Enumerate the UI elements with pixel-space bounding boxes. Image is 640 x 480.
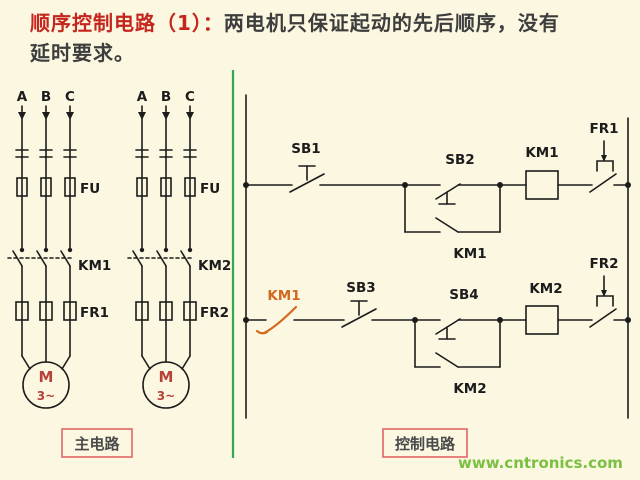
supply-arrow-icon [18,112,26,120]
stop-button-sb1-icon [289,165,325,193]
motor2-phase-c-label: C [185,89,195,105]
main-circuit-motor2-wiring [127,105,197,409]
motor2-phase-a-label: A [137,89,148,105]
page-title: 顺序控制电路（1）：两电机只保证起动的先后顺序，没有 延时要求。 [30,8,626,68]
main-circuit-caption: 主电路 [74,435,120,453]
contactor-main-contacts-icon [7,250,73,267]
sb1-label: SB1 [291,141,320,157]
start-button-sb2-icon [435,183,461,205]
supply-arrow-icon [42,112,50,120]
motor1-overload-label: FR1 [80,305,109,321]
motor1-phase-a-label: A [17,89,28,105]
supply-arrow-icon [66,112,74,120]
disconnect-switch-icon [15,149,77,158]
supply-arrow-icon [162,112,170,120]
motor1-phase-b-label: B [41,89,51,105]
motor2-contactor-label: KM2 [198,258,231,274]
km1-seal-label: KM1 [453,246,486,262]
km1-coil-label: KM1 [525,145,558,161]
control-circuit-caption-box [382,428,468,458]
fuse-icon [16,177,76,197]
trip-arrow-icon [601,290,607,297]
main-circuit-caption-box [61,428,133,458]
motor2-phase-b-label: B [161,89,171,105]
overload-contact-fr2-icon [589,275,617,328]
title-line1: 两电机只保证起动的先后顺序，没有 [223,11,560,35]
fuse-icon [136,177,196,197]
overload-contact-fr1-icon [589,140,617,193]
km2-seal-label: KM2 [453,381,486,397]
motor1-phases: 3~ [37,389,55,403]
labels: A B C FU KM1 FR1 M 3~ A B C FU KM2 FR2 M… [17,89,619,403]
seal-contact-km1-icon [435,217,459,233]
fr2-contact-label: FR2 [589,256,618,272]
coil-km2-icon [525,305,559,335]
seal-contact-km2-icon [435,352,459,368]
watermark-text: www.cntronics.com [458,454,623,472]
motor1-phase-c-label: C [65,89,75,105]
sb2-label: SB2 [445,152,474,168]
motor2-phases: 3~ [157,389,175,403]
stop-button-sb3-icon [341,300,377,328]
overload-relay-icon [135,301,197,321]
motor2-letter: M [159,368,174,386]
junction-dots [243,155,631,323]
main-circuit-motor1-marks [18,112,74,253]
motor2-circle [142,361,190,409]
overload-relay-icon [15,301,77,321]
control-circuit-caption: 控制电路 [395,435,456,453]
km1-interlock-label: KM1 [267,288,300,304]
sb3-label: SB3 [346,280,375,296]
motor2-overload-label: FR2 [200,305,229,321]
main-circuit-motor1-wiring [7,105,77,409]
captions: 主电路 控制电路 [61,428,468,458]
motor1-letter: M [39,368,54,386]
contactor-main-contacts-icon [127,250,193,267]
fr1-contact-label: FR1 [589,121,618,137]
disconnect-switch-icon [135,149,197,158]
supply-arrow-icon [138,112,146,120]
motor1-fuse-label: FU [80,181,100,197]
interlock-contact-km1-icon [255,305,298,335]
coil-km1-icon [525,170,559,200]
supply-arrow-icon [186,112,194,120]
main-circuit-motor2-marks [138,112,194,253]
km2-coil-label: KM2 [529,281,562,297]
motor2-fuse-label: FU [200,181,220,197]
title-line2: 延时要求。 [30,41,135,65]
sb4-label: SB4 [449,287,478,303]
trip-arrow-icon [601,155,607,162]
motor1-contactor-label: KM1 [78,258,111,274]
motor1-circle [22,361,70,409]
title-highlight: 顺序控制电路（1）： [30,11,224,35]
start-button-sb4-icon [435,318,461,340]
